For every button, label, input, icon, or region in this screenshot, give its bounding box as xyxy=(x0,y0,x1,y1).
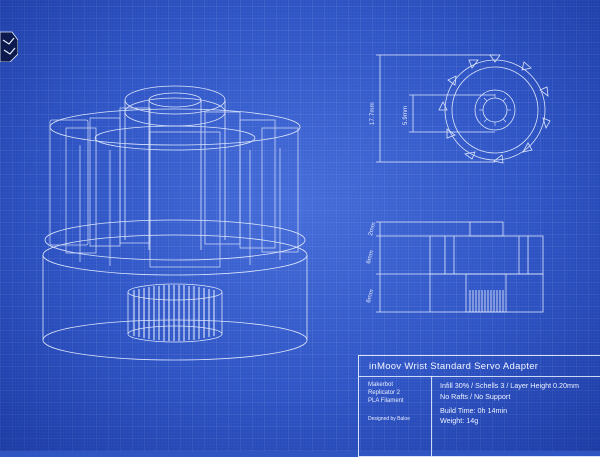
column-divider xyxy=(431,376,432,456)
drawing-title: inMoov Wrist Standard Servo Adapter xyxy=(369,361,539,372)
printer-line2: Replicator 2 xyxy=(368,390,401,396)
top-view-drawing xyxy=(376,54,551,164)
dim-inner-diameter: 5.9mm xyxy=(403,105,409,125)
designer-credit: Designed by Baloe xyxy=(368,416,410,422)
print-settings-line1: Infill 30% / Schells 3 / Layer Height 0.… xyxy=(440,381,580,390)
side-view-drawing xyxy=(376,221,544,313)
print-settings-line2: No Rafts / No Support xyxy=(440,392,511,401)
dim-outer-diameter: 17.7mm xyxy=(370,102,376,125)
filament-label: PLA Filament xyxy=(368,398,404,404)
title-divider xyxy=(359,376,600,377)
weight: Weight: 14g xyxy=(440,416,479,425)
build-time: Build Time: 0h 14min xyxy=(440,406,508,415)
isometric-wireframe-view xyxy=(42,85,308,361)
makerbot-logo-icon xyxy=(0,30,19,63)
printer-line1: Makerbot xyxy=(368,382,394,388)
title-block: inMoov Wrist Standard Servo Adapter Make… xyxy=(358,355,600,457)
